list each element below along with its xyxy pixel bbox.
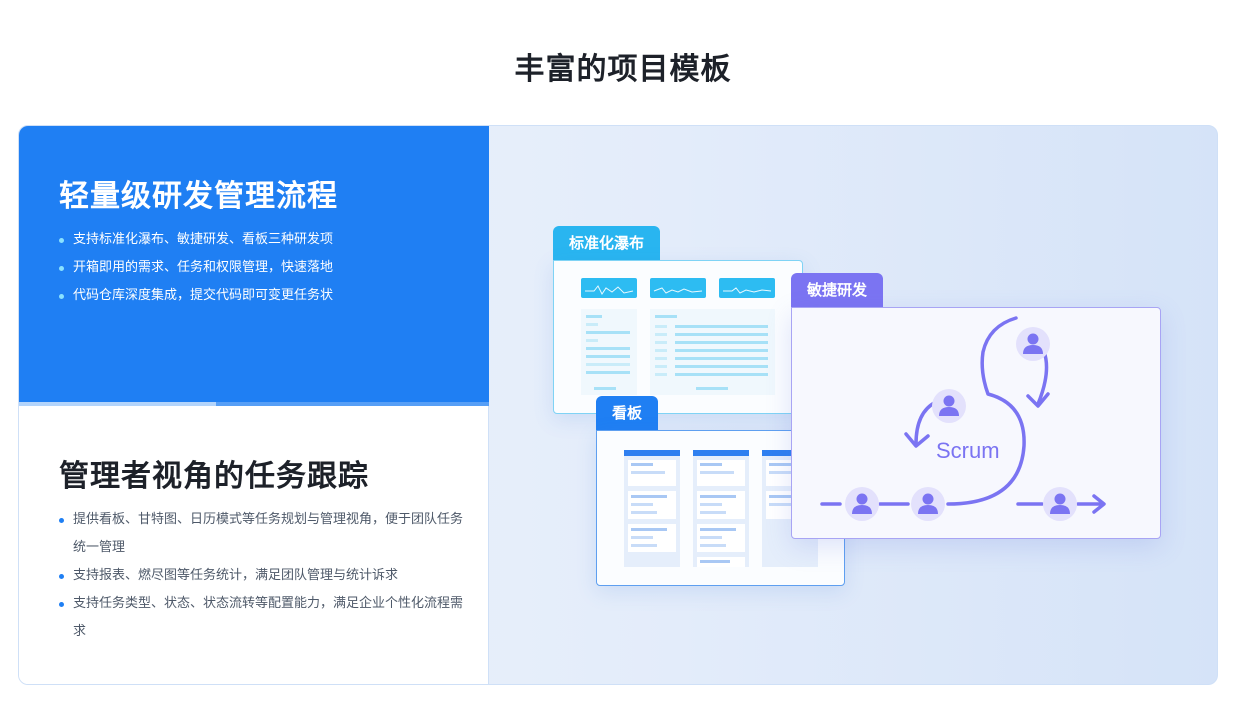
feature-item: 提供看板、甘特图、日历模式等任务规划与管理视角，便于团队任务统一管理 bbox=[59, 506, 469, 562]
feature-item: 代码仓库深度集成，提交代码即可变更任务状 bbox=[59, 282, 479, 310]
bullet-dot-icon bbox=[59, 294, 64, 299]
template-item-heading: 管理者视角的任务跟踪 bbox=[59, 459, 369, 494]
feature-item: 支持标准化瀑布、敏捷研发、看板三种研发项 bbox=[59, 226, 479, 254]
bullet-dot-icon bbox=[59, 238, 64, 243]
chart-tiles bbox=[581, 278, 775, 298]
scrum-cycle-diagram: Scrum bbox=[820, 316, 1106, 521]
agile-window: 敏捷研发 bbox=[791, 273, 1161, 539]
waterfall-tab: 标准化瀑布 bbox=[553, 226, 661, 260]
waterfall-window: 标准化瀑布 bbox=[553, 226, 803, 414]
template-selector: 轻量级研发管理流程 支持标准化瀑布、敏捷研发、看板三种研发项 开箱即用的需求、任… bbox=[19, 126, 489, 684]
kanban-column bbox=[624, 450, 680, 567]
kanban-preview-graphic bbox=[624, 450, 818, 567]
kanban-window: 看板 bbox=[596, 396, 845, 586]
kanban-window-body bbox=[596, 430, 845, 586]
scrum-loop-path bbox=[820, 316, 1106, 514]
feature-item: 支持任务类型、状态、状态流转等配置能力，满足企业个性化流程需求 bbox=[59, 590, 469, 646]
agile-tab: 敏捷研发 bbox=[791, 273, 884, 307]
bullet-dot-icon bbox=[59, 602, 64, 607]
feature-item: 开箱即用的需求、任务和权限管理，快速落地 bbox=[59, 254, 479, 282]
list-panel bbox=[581, 309, 637, 395]
feature-list: 支持标准化瀑布、敏捷研发、看板三种研发项 开箱即用的需求、任务和权限管理，快速落… bbox=[59, 226, 479, 310]
template-item-manager-tracking[interactable]: 管理者视角的任务跟踪 提供看板、甘特图、日历模式等任务规划与管理视角，便于团队任… bbox=[19, 406, 489, 684]
bullet-dot-icon bbox=[59, 266, 64, 271]
template-card: 轻量级研发管理流程 支持标准化瀑布、敏捷研发、看板三种研发项 开箱即用的需求、任… bbox=[18, 125, 1218, 685]
team-member-icon bbox=[932, 389, 966, 423]
kanban-tab: 看板 bbox=[596, 396, 659, 430]
waterfall-window-body bbox=[553, 260, 803, 414]
autoplay-progress-fill bbox=[19, 402, 217, 406]
kanban-column bbox=[693, 450, 749, 567]
agile-window-body: Scrum bbox=[791, 307, 1161, 539]
autoplay-progress-bar bbox=[19, 402, 489, 406]
template-item-lightweight[interactable]: 轻量级研发管理流程 支持标准化瀑布、敏捷研发、看板三种研发项 开箱即用的需求、任… bbox=[19, 126, 489, 406]
team-member-icon bbox=[1043, 487, 1077, 521]
page-title: 丰富的项目模板 bbox=[514, 52, 732, 87]
template-item-heading: 轻量级研发管理流程 bbox=[59, 179, 338, 214]
table-panel bbox=[650, 309, 775, 395]
bullet-dot-icon bbox=[59, 518, 64, 523]
scrum-label: Scrum bbox=[936, 438, 1000, 463]
waterfall-preview-graphic bbox=[581, 278, 775, 395]
feature-item: 支持报表、燃尽图等任务统计，满足团队管理与统计诉求 bbox=[59, 562, 469, 590]
team-member-icon bbox=[845, 487, 879, 521]
bullet-dot-icon bbox=[59, 574, 64, 579]
feature-list: 提供看板、甘特图、日历模式等任务规划与管理视角，便于团队任务统一管理 支持报表、… bbox=[59, 506, 469, 646]
team-member-icon bbox=[1016, 327, 1050, 361]
team-member-icon bbox=[911, 487, 945, 521]
